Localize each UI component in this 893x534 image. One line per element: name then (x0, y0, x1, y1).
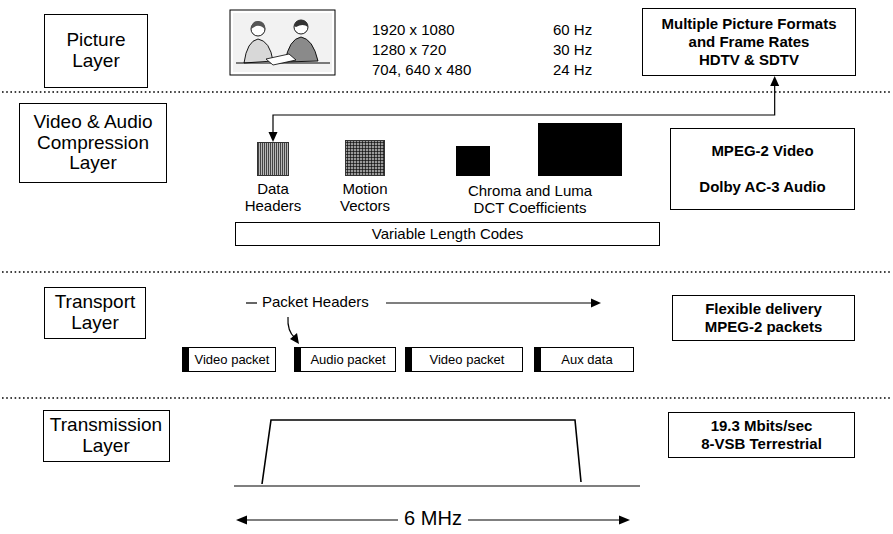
node-text: Dolby AC-3 Audio (699, 178, 825, 196)
transport-packet: Aux data (534, 347, 634, 372)
header-pointer (288, 317, 295, 338)
node-text: Motion Vectors (324, 180, 406, 215)
layer-name-box: Picture Layer (44, 14, 148, 88)
code-box: Variable Length Codes (235, 222, 660, 246)
spec-label: 1920 x 1080 (372, 21, 455, 38)
node-text: MPEG-2 Video (711, 142, 813, 160)
spec-label: 24 Hz (553, 61, 592, 78)
spec-label: 60 Hz (553, 21, 592, 38)
layer-name-box: Transmission Layer (43, 410, 170, 462)
data-element: Motion Vectors (324, 140, 406, 215)
spec-label: 30 Hz (553, 41, 592, 58)
paper-sheet (266, 54, 296, 65)
spec-label: Packet Headers (262, 293, 369, 310)
chroma-block (456, 146, 490, 176)
node-text: Transport Layer (50, 292, 140, 334)
layer-name-box: Transport Layer (44, 287, 146, 339)
element-swatch (345, 140, 385, 176)
spec-label: 1280 x 720 (372, 41, 446, 58)
arrow-head (269, 132, 278, 142)
header-dash (246, 302, 257, 303)
spec-label: 704, 640 x 480 (372, 61, 471, 78)
header-extent-line (386, 302, 592, 303)
header-pointer-head (290, 333, 299, 344)
feature-box: Flexible deliveryMPEG-2 packets (672, 295, 855, 341)
feature-box: MPEG-2 VideoDolby AC-3 Audio (670, 128, 855, 210)
man-head (294, 20, 308, 34)
transport-packet: Audio packet (294, 347, 396, 372)
connector-line (273, 84, 775, 134)
picture-background (233, 13, 332, 72)
node-text: Data Headers (237, 180, 309, 215)
node-text: Variable Length Codes (372, 225, 524, 243)
transport-packet: Video packet (405, 347, 523, 372)
node-text: MPEG-2 packets (705, 318, 823, 336)
spectrum-baseline (234, 485, 640, 486)
node-text: 8-VSB Terrestrial (701, 435, 822, 453)
picture-illustration (230, 10, 335, 75)
arrow-head (770, 76, 779, 86)
picture-frame (230, 10, 335, 75)
node-text: Video packet (430, 352, 505, 368)
node-text: Aux data (561, 352, 612, 368)
feature-box: 19.3 Mbits/sec8-VSB Terrestrial (668, 412, 855, 458)
spectrum-shape (262, 420, 581, 484)
layer-divider (2, 271, 891, 273)
node-text: Multiple Picture Formats and Frame Rates (649, 15, 849, 51)
layer-name-box: Video & Audio Compression Layer (19, 103, 167, 183)
node-text: Audio packet (310, 352, 385, 368)
dimension-label: 6 MHz (398, 507, 468, 530)
bandwidth-arrow-head (619, 516, 630, 525)
man-hair (294, 20, 308, 27)
node-text: HDTV & SDTV (699, 51, 799, 69)
node-text: Picture Layer (50, 30, 142, 72)
header-extent-head (591, 299, 601, 308)
data-element: Data Headers (237, 142, 309, 215)
element-swatch (257, 142, 289, 176)
node-text: 19.3 Mbits/sec (711, 417, 813, 435)
woman-hair (251, 21, 265, 30)
node-text: Flexible delivery (705, 300, 822, 318)
transport-packet: Video packet (182, 347, 276, 372)
spec-label: Chroma and Luma DCT Coefficients (460, 182, 600, 217)
layer-divider (2, 91, 891, 93)
node-text: Video & Audio Compression Layer (25, 112, 161, 175)
layer-divider (2, 397, 891, 399)
node-text: Video packet (195, 352, 270, 368)
node-text: Transmission Layer (49, 415, 164, 457)
feature-box: Multiple Picture Formats and Frame Rates… (642, 8, 856, 76)
luma-block (538, 123, 622, 176)
bandwidth-arrow-head (236, 516, 247, 525)
